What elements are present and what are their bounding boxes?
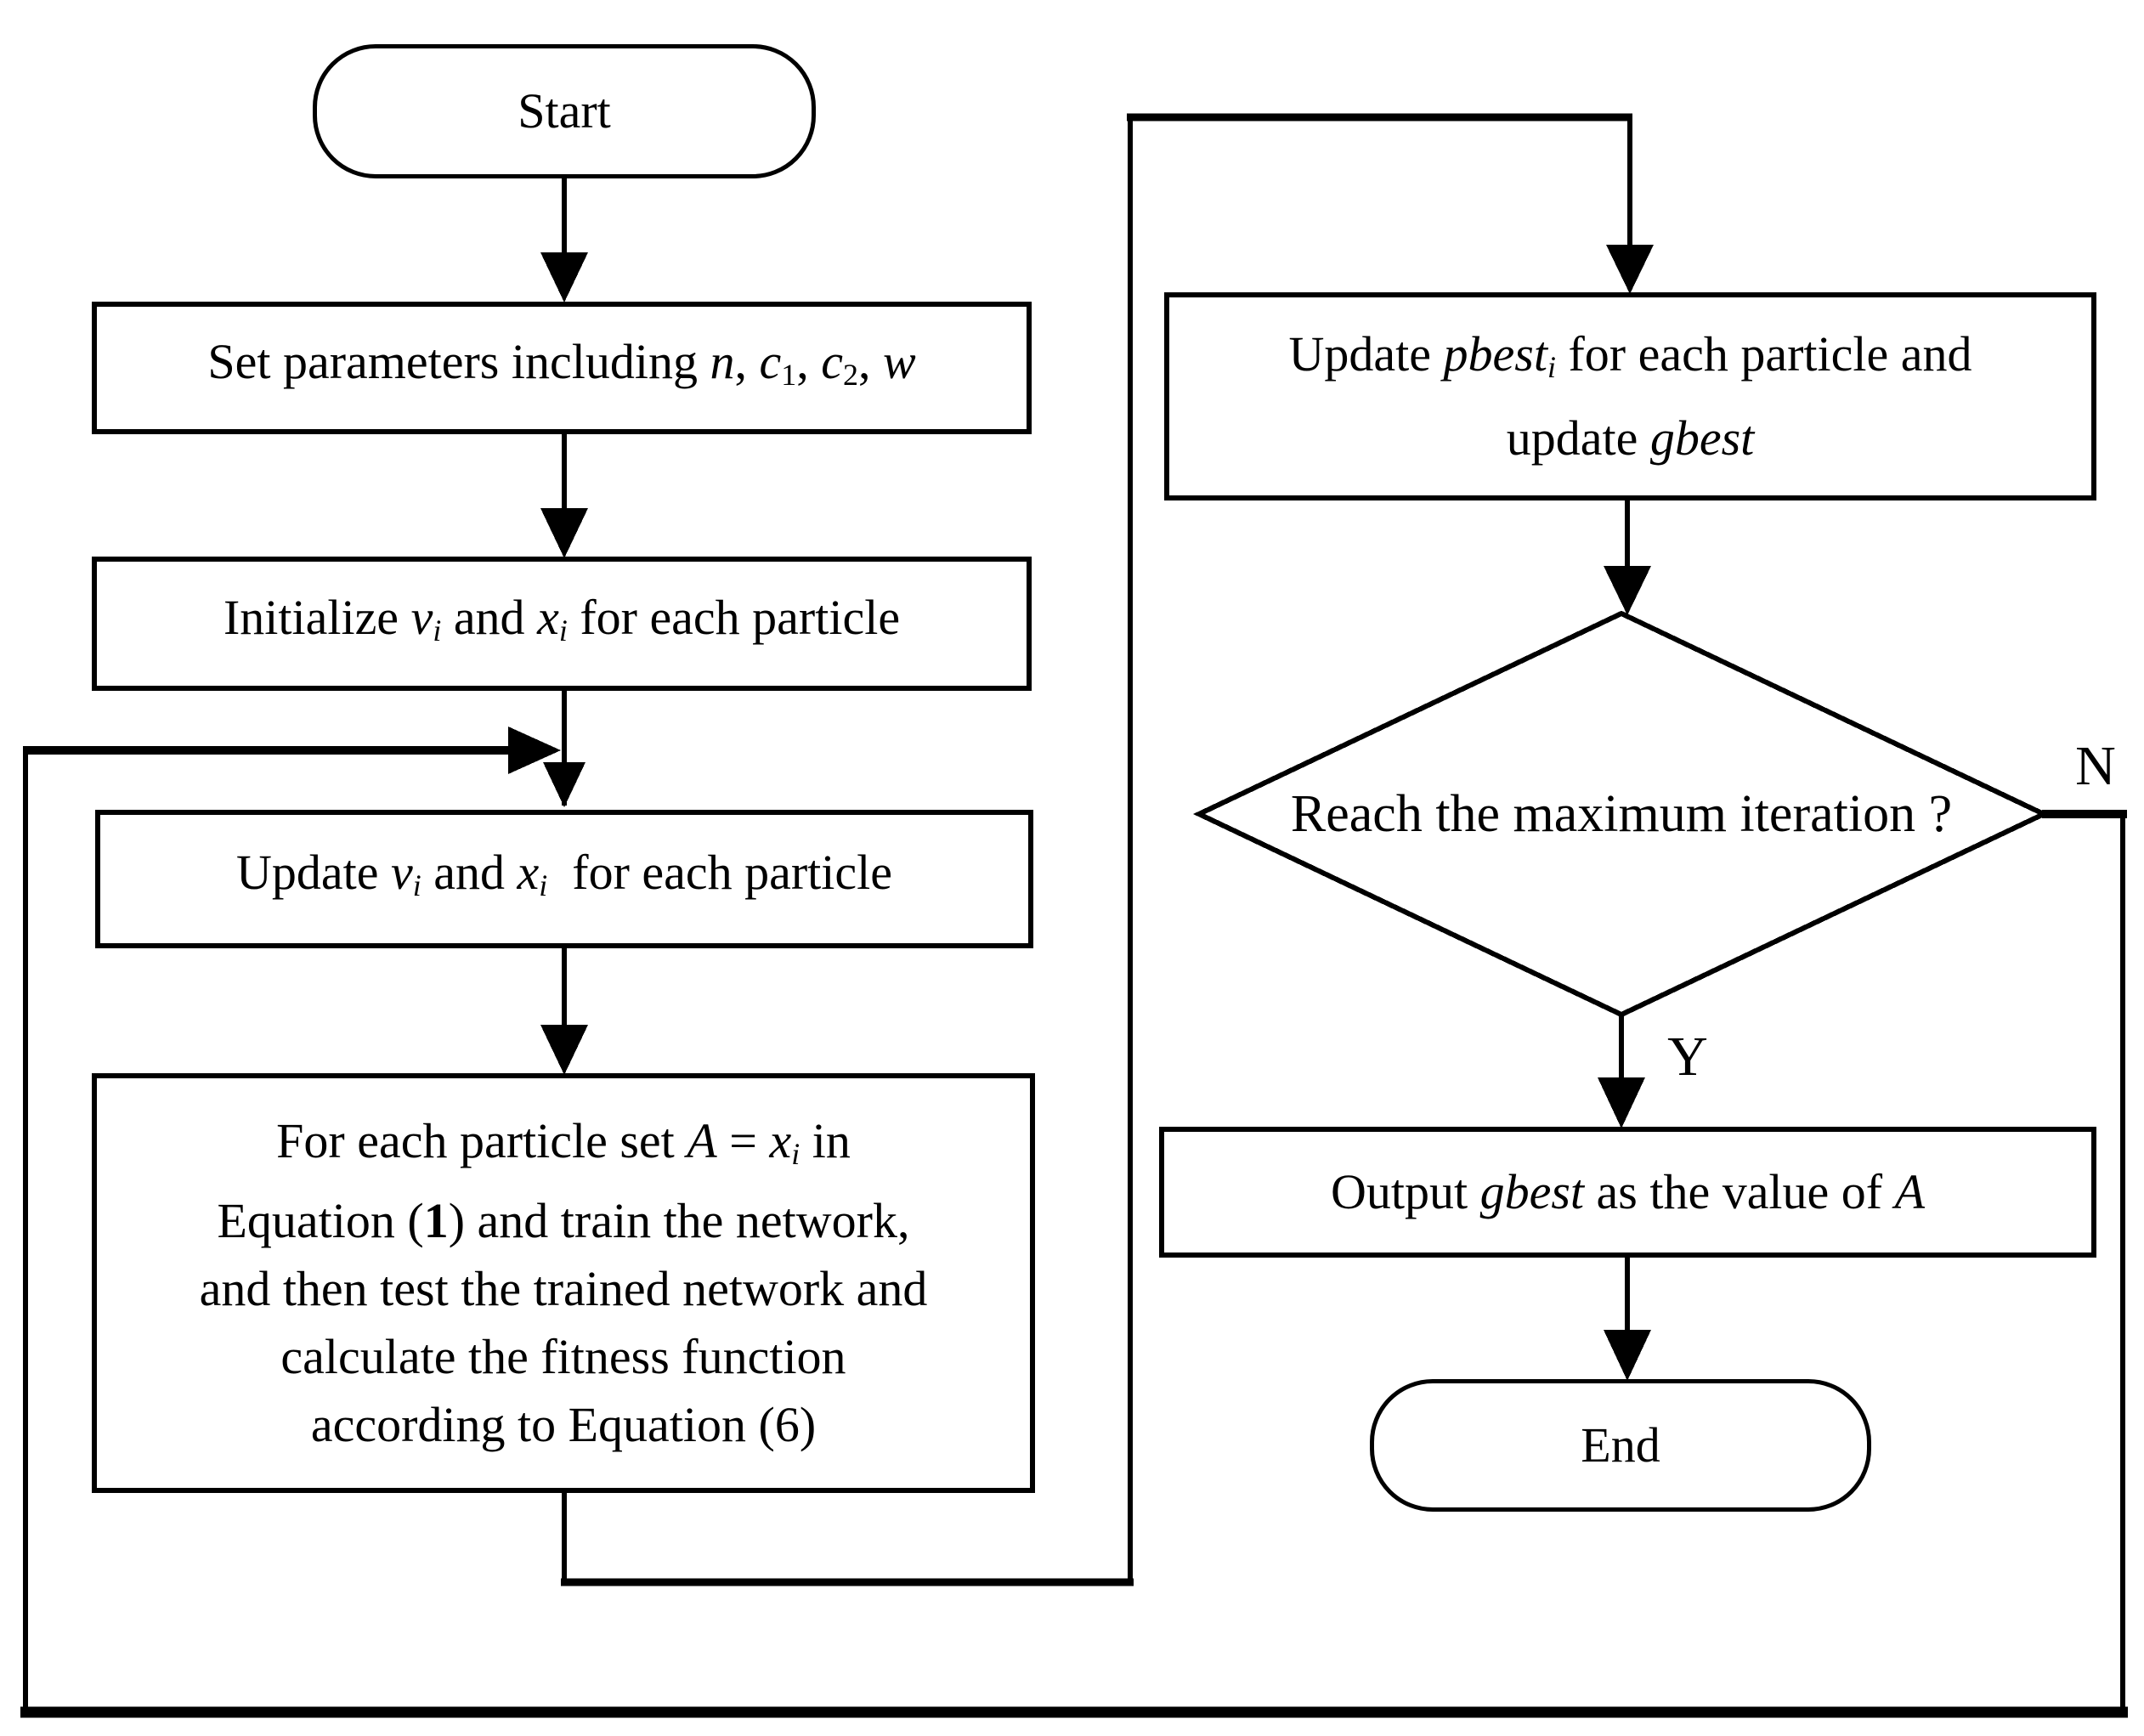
max-iteration-decision-label: Reach the maximum iteration ? [1290,785,1953,843]
update-velocity-position-box: Update vi and xi for each particle [95,810,1033,948]
arrow-output-to-end-head [1604,1330,1651,1381]
connector-into-pbest-head [1606,245,1654,294]
arrow-into-update-head [543,762,585,807]
arrow-setparams-to-initialize-head [540,508,588,558]
set-parameters-box: Set parameters including n, c1, c2, w [92,302,1032,434]
arrow-start-to-set-params-head [540,252,588,303]
output-gbest-box: Output gbest as the value of A [1159,1127,2096,1258]
end-terminator: End [1370,1379,1871,1512]
arrow-update-to-fitness-head [540,1025,588,1075]
yes-branch-label: Y [1667,1026,1708,1088]
start-terminator: Start [313,44,816,178]
initialize-box: Initialize vi and xi for each particle [92,557,1032,691]
arrow-yes-to-output-head [1598,1077,1645,1128]
arrow-pbest-to-decision-head [1604,566,1651,615]
loop-return-arrowhead [508,727,561,774]
no-branch-label: N [2075,735,2116,797]
